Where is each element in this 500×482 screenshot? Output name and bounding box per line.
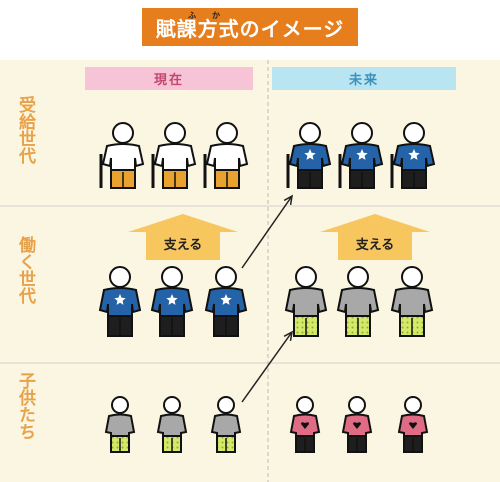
person-figure (98, 266, 142, 337)
person-figure (341, 396, 373, 453)
person-figure (150, 266, 194, 337)
transition-arrow (241, 330, 294, 403)
row-label-text: 受給世代 (15, 96, 35, 164)
person-figure (156, 396, 188, 453)
person-figure (104, 396, 136, 453)
person-figure (99, 122, 145, 189)
person-figure (284, 266, 328, 337)
person-figure (204, 266, 248, 337)
support-arrow-current: 支える (128, 214, 238, 260)
support-label: 支える (355, 238, 395, 253)
row-label-recipients: 受給世代 (0, 96, 50, 164)
person-figure (151, 122, 197, 189)
person-figure (338, 122, 384, 189)
person-figure (286, 122, 332, 189)
diagram-title: ふ か 賦課方式のイメージ (142, 8, 358, 46)
person-figure (289, 396, 321, 453)
column-header-future: 未来 (272, 67, 456, 90)
column-header-current: 現在 (85, 67, 253, 90)
person-figure (397, 396, 429, 453)
title-ruby: ふ (188, 11, 197, 20)
up-arrow-icon (128, 214, 238, 260)
row-label-text: 働く世代 (15, 236, 35, 304)
transition-arrow (241, 194, 293, 269)
person-figure (390, 266, 434, 337)
up-arrow-icon (320, 214, 430, 260)
person-figure (336, 266, 380, 337)
figures-layer (98, 122, 436, 453)
support-arrow-future: 支える (320, 214, 430, 260)
support-label: 支える (163, 238, 203, 253)
person-figure (203, 122, 249, 189)
arrows-layer (241, 194, 294, 403)
person-figure (390, 122, 436, 189)
row-label-text: 子供たち (15, 372, 35, 440)
row-label-children: 子供たち (0, 372, 50, 440)
row-label-workers: 働く世代 (0, 236, 50, 304)
title-ruby: か (212, 11, 221, 20)
person-figure (210, 396, 242, 453)
title-text: 賦課方式のイメージ (155, 16, 345, 41)
